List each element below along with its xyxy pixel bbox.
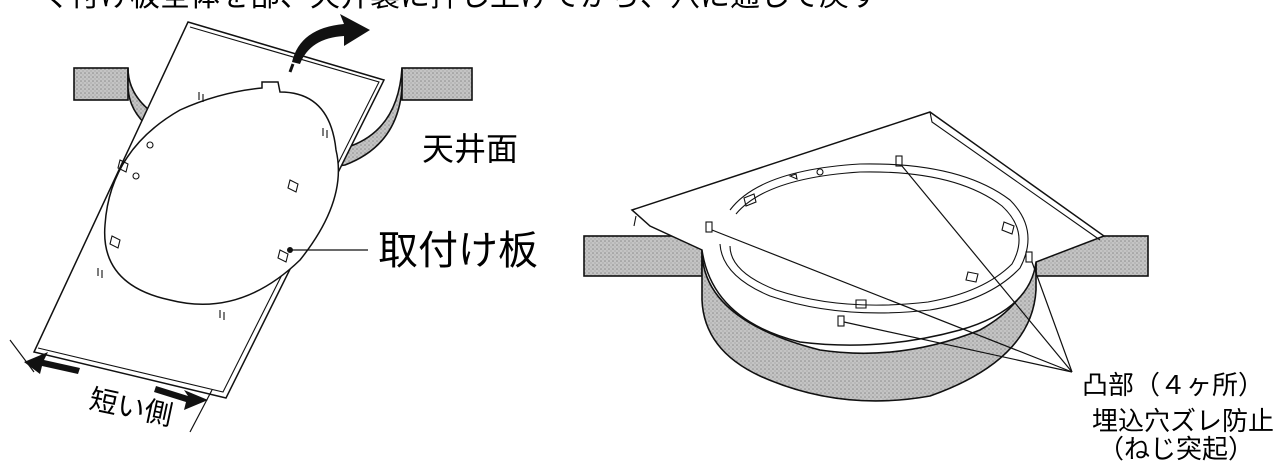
short-side-arrow-left	[24, 352, 80, 374]
dim-line-right	[189, 389, 213, 433]
dim-line-left	[9, 339, 35, 373]
opening-tabs	[109, 159, 299, 263]
right-figure	[583, 111, 1149, 402]
bump-3	[1025, 251, 1033, 263]
short-side-arrow-right	[154, 386, 208, 410]
plate-thickness-right	[633, 111, 1101, 241]
bumps	[705, 155, 1033, 327]
plate-label: 取付け板	[378, 228, 538, 274]
plate-ring-inner	[729, 171, 1020, 306]
bump-purpose-label: 埋込穴ズレ防止	[1092, 407, 1274, 437]
ceiling-label: 天井面	[422, 130, 518, 168]
bump-2	[705, 221, 713, 233]
hole-wall-right	[701, 249, 1037, 402]
bump-leaders	[711, 165, 1073, 373]
push-up-arrow	[292, 14, 370, 64]
plate-opening	[103, 81, 340, 306]
bump-note-label: （ねじ突起）	[1098, 435, 1254, 461]
ceiling-block-right	[401, 67, 473, 101]
mounting-plate-right	[630, 111, 1106, 346]
left-figure	[9, 14, 473, 433]
bump-4	[837, 315, 845, 327]
ring-cutouts	[743, 168, 1015, 309]
bump-label: 凸部（４ヶ所）	[1082, 371, 1264, 401]
plate-leader-dot	[287, 247, 293, 253]
ceiling-block-left	[73, 67, 129, 101]
top-caption: く付け板全体を部、天井裏に押し上げてから、穴に通して戻す	[40, 0, 879, 14]
bump-1	[895, 155, 903, 167]
plate-ring	[719, 163, 1029, 314]
screw-slots-left	[97, 92, 328, 320]
